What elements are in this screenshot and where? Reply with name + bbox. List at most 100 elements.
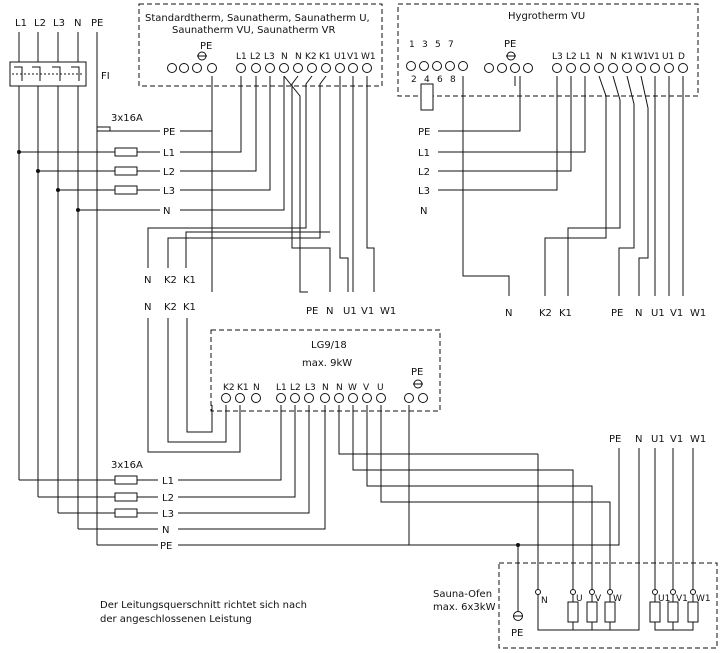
lg-title: LG9/18 <box>311 340 347 351</box>
supply-label-n: N <box>74 18 81 29</box>
std-term-k2: K2 <box>305 52 317 62</box>
lg-term-u: U <box>377 383 384 393</box>
bottom-feed-l3: L3 <box>162 509 174 520</box>
fi-label: FI <box>101 71 110 82</box>
hygro-out-pe: PE <box>611 308 623 319</box>
heater-left-w: W <box>613 594 622 604</box>
hygro-feed: PE L1 L2 L3 N <box>418 75 684 296</box>
mid-row1-k1: K1 <box>183 275 196 286</box>
hygro-term-l1: L1 <box>580 52 591 62</box>
supply-label-l3: L3 <box>53 18 65 29</box>
lg-term-n: N <box>253 383 260 393</box>
top-feed-pe: PE <box>163 127 175 138</box>
mid-row2-n: N <box>144 302 151 313</box>
hygro-term-u1: U1 <box>662 52 674 62</box>
note-line2: der angeschlossenen Leistung <box>100 614 252 625</box>
hygro-feed-n: N <box>420 206 427 217</box>
hygro-num-6: 6 <box>437 75 443 85</box>
bottom-feed-fuse-rating: 3x16A <box>111 460 143 471</box>
heater-element-w <box>604 601 616 623</box>
top-feed-l1: L1 <box>163 148 175 159</box>
hygro-feed-l2: L2 <box>418 167 430 178</box>
hygro-term-l3: L3 <box>552 52 563 62</box>
fuse-l2 <box>114 166 138 176</box>
hygro-title: Hygrotherm VU <box>508 11 585 22</box>
hygro-num-7: 7 <box>448 40 454 50</box>
fuse-l3 <box>114 185 138 195</box>
heater-title-line1: Sauna-Ofen <box>433 589 492 600</box>
hygro-term-n1: N <box>596 52 603 62</box>
top-feed-n: N <box>163 206 170 217</box>
heater-right-w1: W1 <box>696 594 711 604</box>
hygro-term-n2: N <box>610 52 617 62</box>
supply-label-pe: PE <box>91 18 103 29</box>
lg-pe-label: PE <box>411 367 423 378</box>
standard-title-line2: Saunatherm VU, Saunatherm VR <box>172 25 335 36</box>
heater-pe-label: PE <box>511 628 523 639</box>
hygro-out-n: N <box>505 308 512 319</box>
hygro-outputs: N K2 K1 PE N U1 V1 W1 <box>505 308 706 319</box>
heater-top-u1: U1 <box>651 434 665 445</box>
note-line1: Der Leitungsquerschnitt richtet sich nac… <box>100 600 307 611</box>
heater-right-v1: V1 <box>676 594 688 604</box>
lg-term-n3: N <box>336 383 343 393</box>
std-term-v1: V1 <box>347 52 359 62</box>
fuse-bottom-l1 <box>114 475 138 485</box>
heater-top-v1: V1 <box>670 434 683 445</box>
standard-pe-label: PE <box>200 41 212 52</box>
std-term-l2: L2 <box>250 52 261 62</box>
cross-section-note: Der Leitungsquerschnitt richtet sich nac… <box>100 600 307 625</box>
supply-label-l1: L1 <box>15 18 27 29</box>
heater-title-line2: max. 6x3kW <box>433 602 496 613</box>
hygro-feed-l1: L1 <box>418 148 430 159</box>
lg-term-l3: L3 <box>305 383 316 393</box>
hygro-num-4: 4 <box>424 75 430 85</box>
mid-row2-k2: K2 <box>164 302 177 313</box>
top-left-feed: 3x16A PE L1 L2 L3 N <box>17 76 285 217</box>
mid-row2-k1: K1 <box>183 302 196 313</box>
std-term-k1: K1 <box>319 52 331 62</box>
std-out-w1: W1 <box>380 306 396 317</box>
heater-left-u: U <box>576 594 583 604</box>
heater-top-w1: W1 <box>690 434 706 445</box>
hygro-out-u1: U1 <box>651 308 665 319</box>
std-term-l1: L1 <box>236 52 247 62</box>
mid-row1-n: N <box>144 275 151 286</box>
supply-label-l2: L2 <box>34 18 46 29</box>
bottom-feed: 3x16A L1 L2 L3 N PE <box>19 405 611 590</box>
fuse-bottom-l2 <box>114 492 138 502</box>
heater-element-u <box>567 601 579 623</box>
heater-right-u1: U1 <box>658 594 670 604</box>
lg-term-n2: N <box>322 383 329 393</box>
hygro-term-l2: L2 <box>566 52 577 62</box>
hygro-num-5: 5 <box>435 40 441 50</box>
lg-subtitle: max. 9kW <box>302 358 352 369</box>
top-feed-l3: L3 <box>163 186 175 197</box>
std-term-w1: W1 <box>361 52 376 62</box>
fuse-l1 <box>114 147 138 157</box>
std-out-u1: U1 <box>343 306 357 317</box>
std-out-pe: PE <box>306 306 318 317</box>
heater-element-v1 <box>667 601 679 623</box>
hygro-num-2: 2 <box>411 75 417 85</box>
lg-term-l1: L1 <box>276 383 287 393</box>
hygro-term-v1: V1 <box>648 52 660 62</box>
top-feed-l2: L2 <box>163 167 175 178</box>
std-term-n2: N <box>295 52 302 62</box>
mid-row1-k2: K2 <box>164 275 177 286</box>
hygro-out-n2: N <box>635 308 642 319</box>
heater-element-u1 <box>649 601 661 623</box>
standard-unit: Standardtherm, Saunatherm, Saunatherm U,… <box>138 3 383 87</box>
heater-left-n: N <box>541 596 548 606</box>
hygro-term-d: D <box>678 52 685 62</box>
hygro-feed-l3: L3 <box>418 186 430 197</box>
std-term-n1: N <box>281 52 288 62</box>
hygro-out-w1: W1 <box>690 308 706 319</box>
heater-top-pe: PE <box>609 434 621 445</box>
lg-term-l2: L2 <box>290 383 301 393</box>
std-term-l3: L3 <box>264 52 275 62</box>
bottom-feed-l1: L1 <box>162 476 174 487</box>
heater-element-v <box>586 601 598 623</box>
hygro-num-8: 8 <box>450 75 456 85</box>
